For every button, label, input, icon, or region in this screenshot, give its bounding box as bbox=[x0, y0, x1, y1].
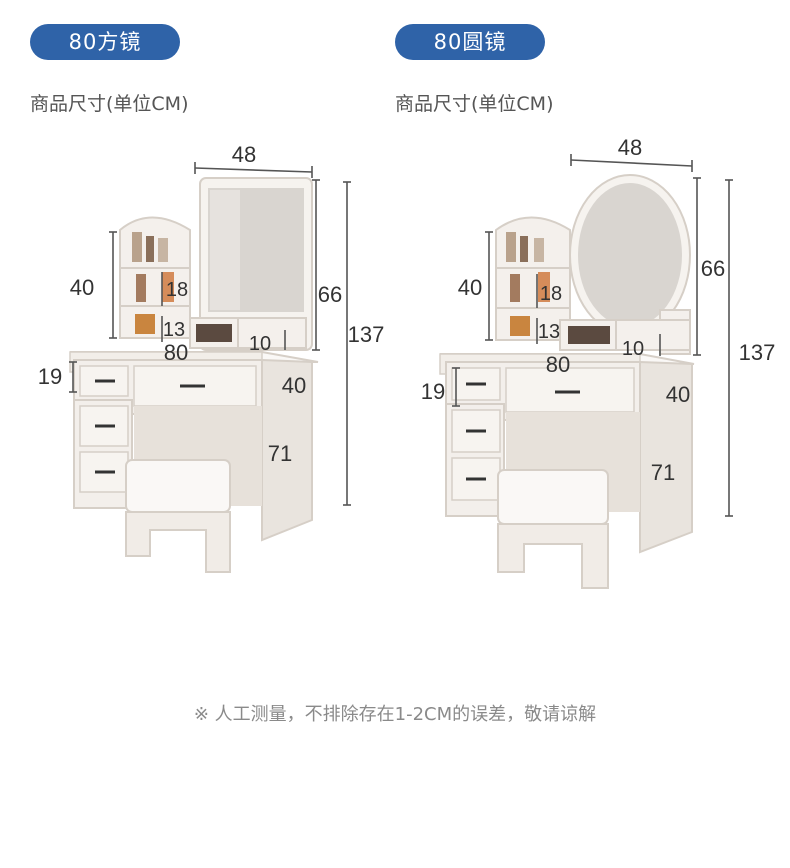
round-total-height-label: 137 bbox=[739, 340, 776, 365]
round-shelf-upper-label: 18 bbox=[540, 283, 562, 305]
variant-tag-square: 80方镜 bbox=[30, 24, 180, 60]
round-desk-width-label: 80 bbox=[546, 352, 570, 377]
size-unit-label-round: 商品尺寸(单位CM) bbox=[395, 93, 554, 115]
square-mirror-height-label: 66 bbox=[318, 282, 342, 307]
square-shelf-upper-label: 18 bbox=[166, 279, 188, 301]
round-shelf-height-label: 40 bbox=[458, 275, 482, 300]
square-total-height-label: 137 bbox=[348, 322, 385, 347]
variant-tag-round: 80圆镜 bbox=[395, 24, 545, 60]
square-drawer-height-label: 19 bbox=[38, 364, 62, 389]
square-shelf-lower-label: 13 bbox=[163, 319, 185, 341]
square-desk-depth-label: 40 bbox=[282, 373, 306, 398]
square-shelf-height-label: 40 bbox=[70, 275, 94, 300]
square-desk-height-label: 71 bbox=[268, 441, 292, 466]
size-unit-label-square: 商品尺寸(单位CM) bbox=[30, 93, 189, 115]
round-compartment-label: 10 bbox=[622, 338, 644, 360]
round-shelf-lower-label: 13 bbox=[538, 321, 560, 343]
measurement-disclaimer: ※ 人工测量，不排除存在1-2CM的误差，敬请谅解 bbox=[193, 704, 597, 725]
round-mirror-glass bbox=[578, 183, 682, 327]
round-mirror-height-label: 66 bbox=[701, 256, 725, 281]
round-desk-depth-label: 40 bbox=[666, 382, 690, 407]
square-compartment-label: 10 bbox=[249, 333, 271, 355]
square-mirror-width-label: 48 bbox=[232, 142, 256, 167]
round-drawer-height-label: 19 bbox=[421, 379, 445, 404]
round-stool-seat bbox=[497, 469, 609, 525]
round-desk-height-label: 71 bbox=[651, 460, 675, 485]
round-mirror-width-label: 48 bbox=[618, 135, 642, 160]
square-desk-width-label: 80 bbox=[164, 340, 188, 365]
